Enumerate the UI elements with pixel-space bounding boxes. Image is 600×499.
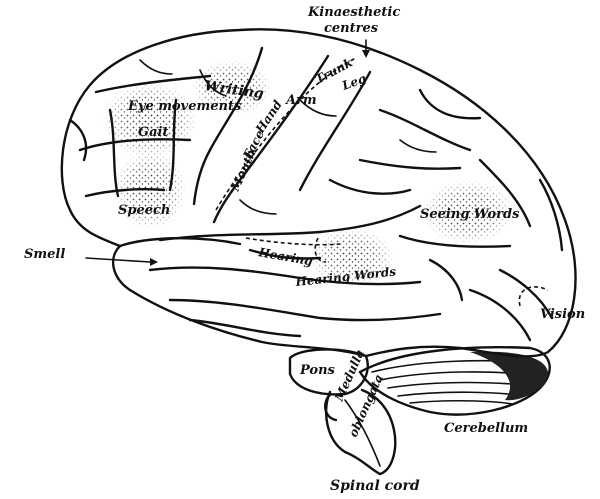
brainstem — [288, 348, 397, 476]
label-arm: Arm — [284, 93, 317, 108]
label-spinal-cord: Spinal cord — [330, 478, 420, 494]
label-gait: Gait — [138, 125, 168, 140]
label-kinaesthetic: Kinaesthetic — [307, 5, 400, 20]
label-seeing-words: Seeing Words — [420, 207, 520, 222]
label-speech: Speech — [118, 203, 170, 218]
label-eye-movements: Eye movements — [127, 99, 242, 114]
cerebellum-shape — [358, 346, 551, 416]
dashed-regions — [215, 57, 549, 307]
label-vision: Vision — [540, 307, 585, 322]
label-pons: Pons — [299, 363, 336, 378]
label-cerebellum: Cerebellum — [444, 421, 528, 436]
label-smell: Smell — [24, 247, 65, 262]
cerebrum-outline — [60, 28, 577, 358]
pointer-arrows — [85, 39, 370, 266]
label-centres: centres — [324, 21, 379, 36]
